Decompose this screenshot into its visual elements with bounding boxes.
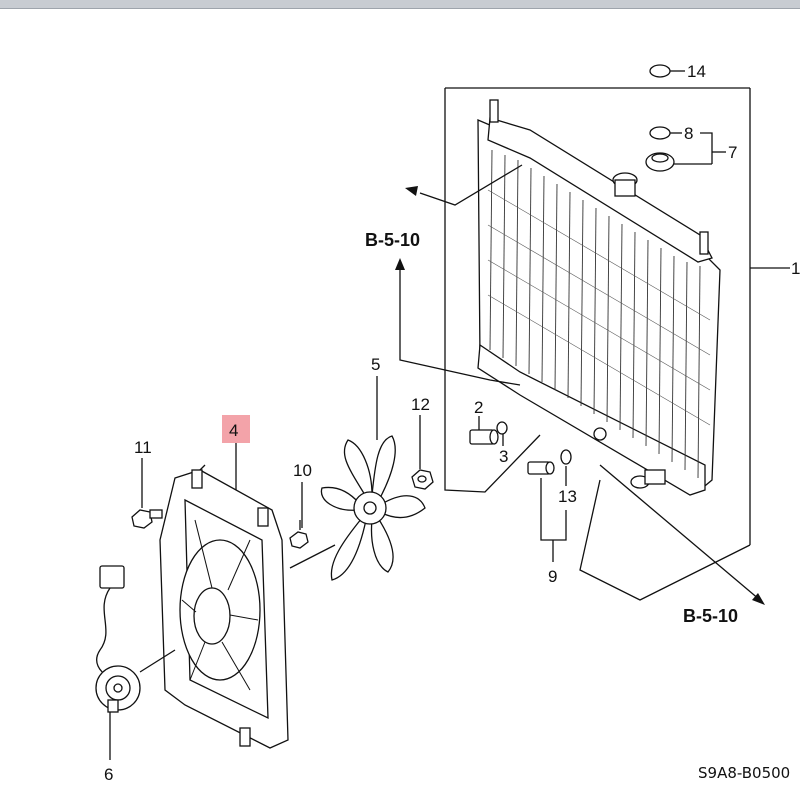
lower-reference-arrow: [599, 464, 765, 605]
label-12: 12: [411, 395, 430, 414]
cap-part-7[interactable]: [645, 152, 712, 172]
label-2: 2: [474, 398, 483, 417]
cap-part-8[interactable]: [649, 126, 682, 140]
fan-motor-part-6[interactable]: [95, 565, 141, 713]
label-10: 10: [293, 461, 312, 480]
bolt-part-11[interactable]: [131, 509, 163, 529]
highlight-box-4: [222, 415, 250, 443]
upper-reference-label[interactable]: B-5-10: [365, 230, 420, 250]
label-8: 8: [684, 124, 693, 143]
fan-part-5[interactable]: [320, 435, 426, 581]
label-3: 3: [499, 447, 508, 466]
top-bar: [0, 0, 800, 8]
label-14: 14: [687, 62, 706, 81]
radiator-fins: [489, 149, 701, 479]
label-1: 1: [791, 259, 800, 278]
radiator[interactable]: [477, 99, 721, 496]
upper-reference-pointer: [395, 258, 521, 386]
shroud-tab: [199, 464, 206, 471]
label-6: 6: [104, 765, 113, 784]
motor-to-shroud-line: [139, 649, 176, 673]
nut-part-12[interactable]: [411, 469, 434, 490]
diagram-code: S9A8-B0500: [698, 764, 790, 782]
label-13: 13: [558, 487, 577, 506]
radiator-bracket-lines: [444, 87, 790, 601]
fan-shroud-part-4[interactable]: [159, 469, 289, 749]
bolt-part-10[interactable]: [289, 520, 309, 549]
label-5: 5: [371, 355, 380, 374]
switch-part-9[interactable]: [527, 461, 555, 475]
drain-plug-part-2[interactable]: [469, 421, 508, 445]
upper-reference-arrow: [405, 164, 523, 206]
fan-to-shroud-line: [289, 544, 336, 569]
label-4[interactable]: 4: [229, 421, 238, 440]
top-divider: [0, 8, 800, 9]
oring-part-13[interactable]: [560, 449, 572, 465]
label-9: 9: [548, 567, 557, 586]
bracket-7: [700, 132, 713, 164]
plug-part-14[interactable]: [649, 64, 685, 78]
lower-reference-label[interactable]: B-5-10: [683, 606, 738, 626]
label-11: 11: [134, 438, 152, 457]
label-7: 7: [728, 143, 737, 162]
